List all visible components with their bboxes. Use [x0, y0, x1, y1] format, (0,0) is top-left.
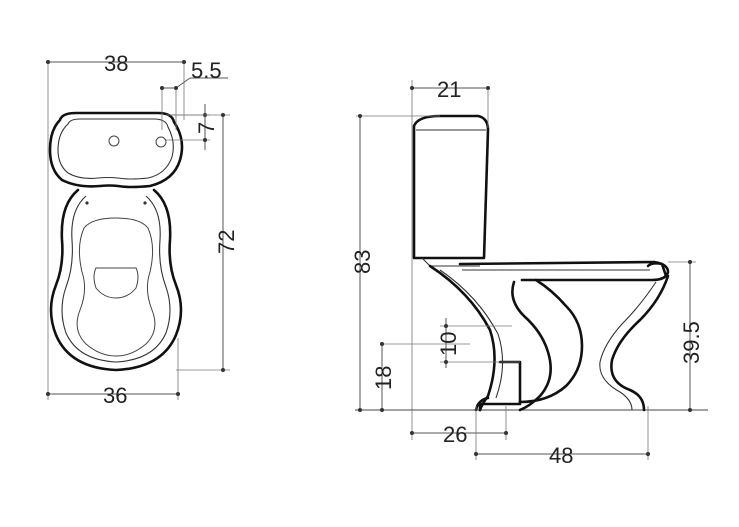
dim-outlet-wall-distance: 26 [443, 422, 467, 447]
top-view-fixing-hole-right [143, 201, 147, 205]
side-view-rim [458, 260, 670, 282]
side-view-pedestal-front [610, 274, 670, 412]
dim-overall-depth: 72 [214, 230, 239, 254]
side-view-pedestal-front-inner [599, 281, 657, 411]
side-view-base [474, 396, 490, 412]
dim-overall-height: 83 [350, 250, 375, 274]
top-view-fixing-hole-left [85, 201, 89, 205]
dim-outlet-height: 18 [371, 366, 396, 390]
top-view-cistern-outline [48, 111, 184, 189]
top-view [48, 111, 184, 372]
top-view-cistern-inner [57, 118, 174, 180]
dim-cistern-inset: 7 [194, 122, 219, 134]
side-view-trap-outer [511, 280, 552, 412]
dim-cistern-offset: 5.5 [191, 58, 222, 83]
top-view-bowl-outline [49, 188, 183, 372]
dim-cistern-depth: 21 [437, 77, 461, 102]
side-view-bowl-back [428, 264, 496, 412]
side-view-cistern [412, 114, 490, 260]
dim-rim-height: 39.5 [679, 321, 704, 364]
side-view-seat-hinge [646, 262, 668, 278]
side-view-bowl-back-inner [439, 269, 504, 399]
flush-button-left [108, 135, 120, 147]
flush-button-right [155, 136, 167, 148]
top-view-bowl-rim [61, 195, 171, 363]
top-view-dimensions: 38 5.5 7 72 36 [46, 51, 239, 408]
side-view-dimensions: 21 83 39.5 10 18 26 [350, 77, 704, 468]
dim-base-length: 48 [549, 443, 573, 468]
dim-overall-width: 38 [104, 51, 128, 76]
dim-base-width: 36 [103, 383, 127, 408]
side-view [355, 80, 708, 412]
top-view-water-area [93, 267, 139, 299]
top-view-bowl-seat [76, 217, 156, 357]
side-view-trap-inner [518, 278, 584, 404]
